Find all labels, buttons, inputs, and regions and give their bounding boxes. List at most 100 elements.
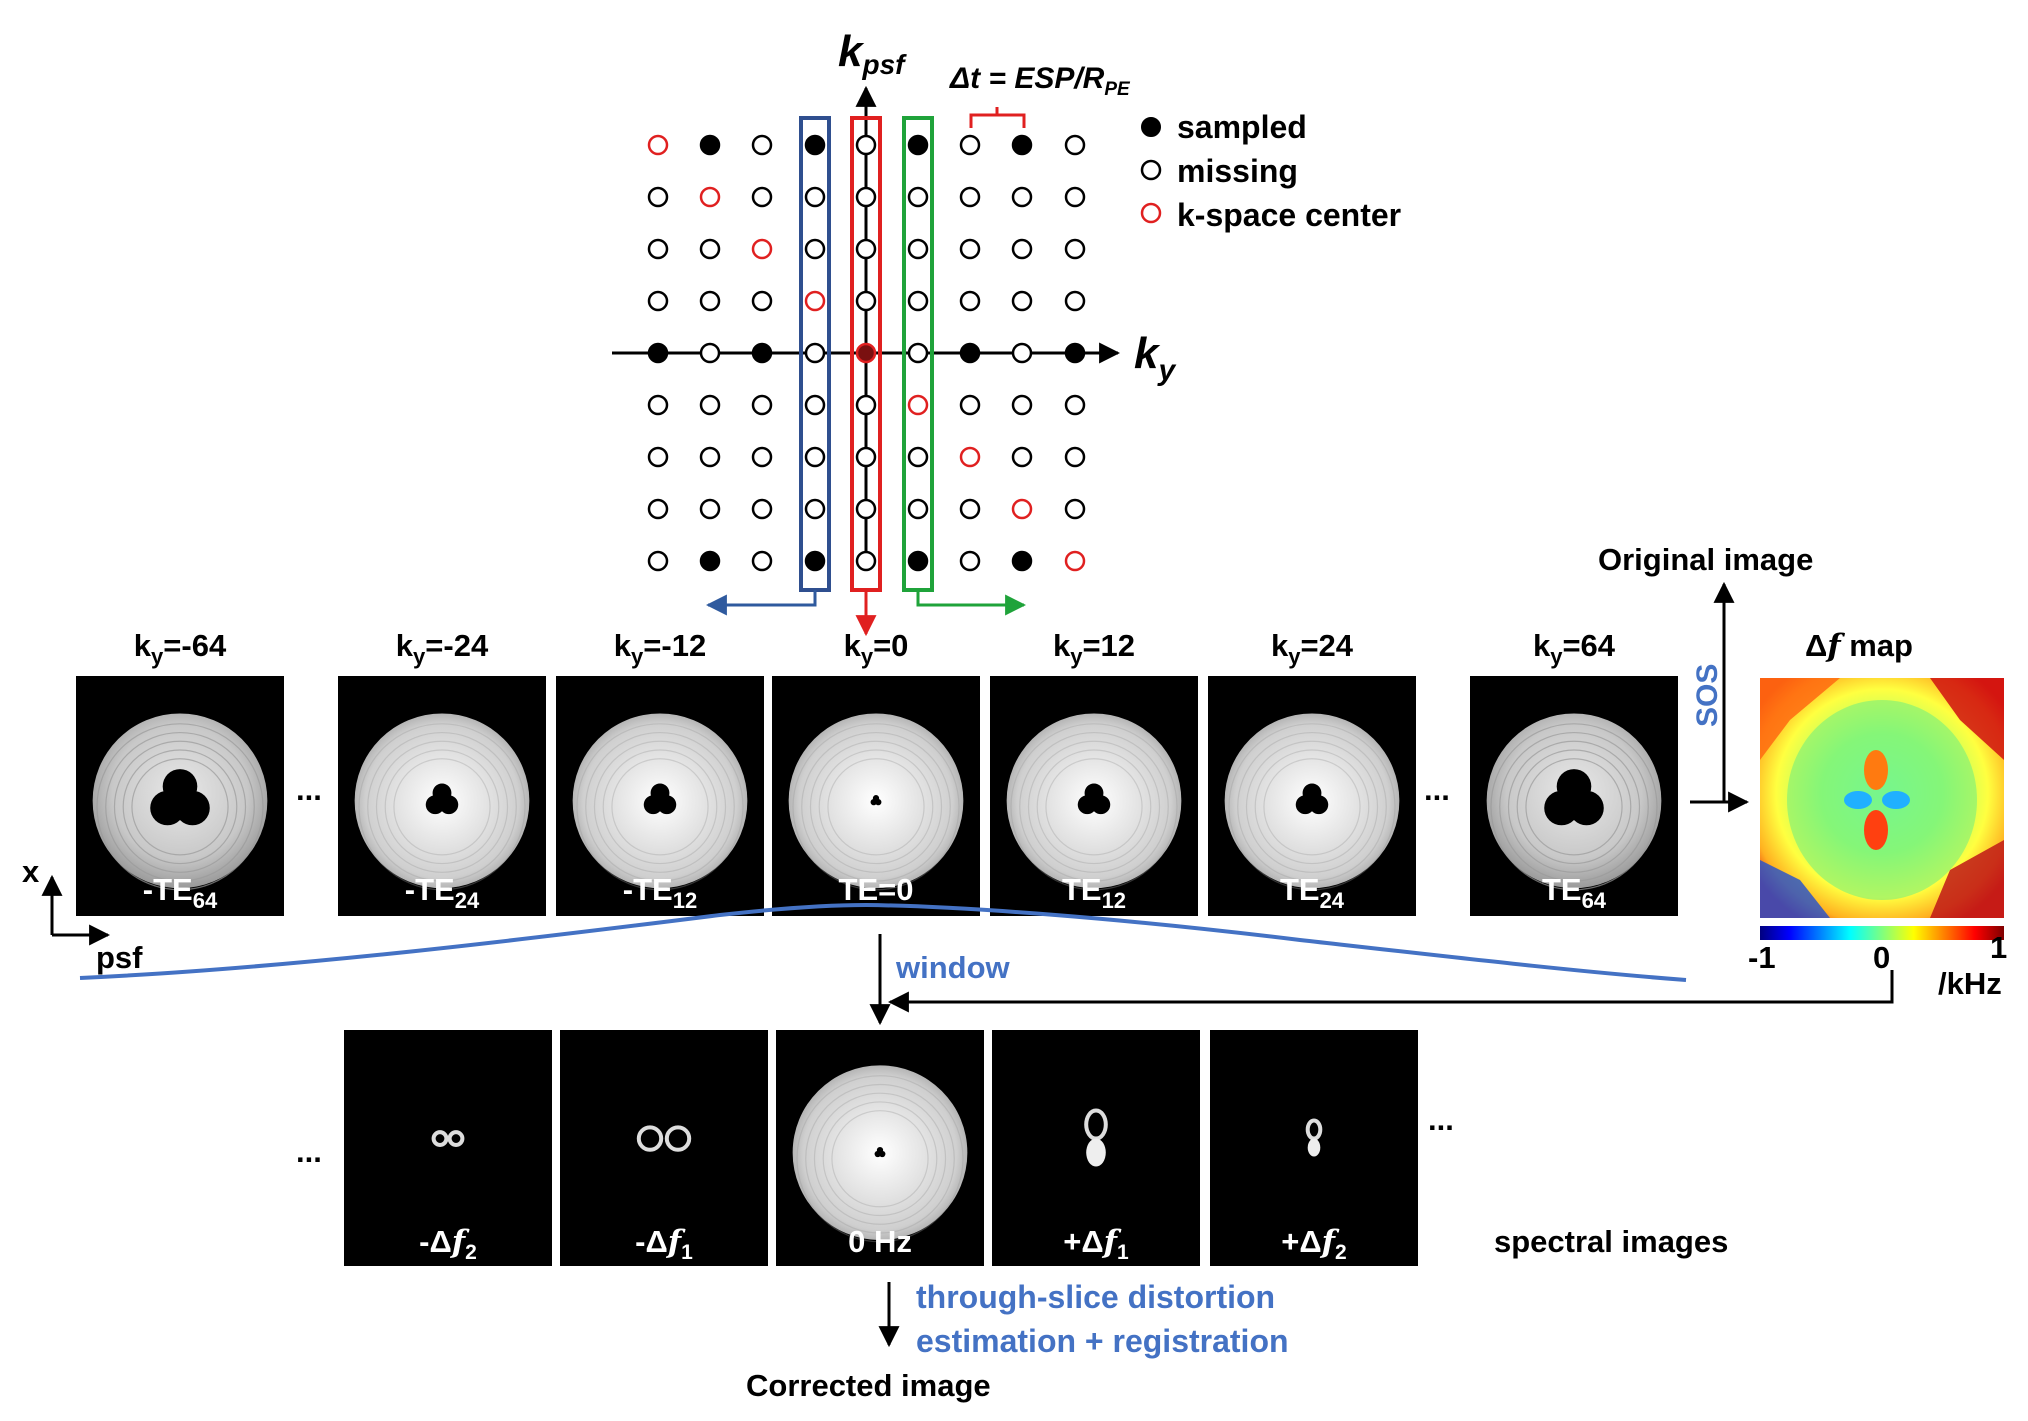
psf-image: ky=-24 -TE24 — [338, 628, 546, 916]
ripple — [813, 1092, 947, 1225]
ripple — [1245, 740, 1379, 873]
ripple — [611, 758, 709, 856]
te-label: TE24 — [1280, 872, 1345, 913]
df-map-edge-top-left — [1760, 678, 1840, 760]
kspace-point — [1064, 342, 1086, 364]
df-map-hotspot-bottom — [1864, 810, 1888, 850]
kspace-point — [855, 134, 877, 156]
ky-label: ky=-64 — [134, 628, 227, 669]
ellipsis-right-top: ... — [1424, 772, 1450, 807]
void-lobe — [874, 1150, 881, 1158]
kspace-point — [1064, 446, 1086, 468]
ripple — [818, 749, 934, 865]
blue-column-arrow — [705, 590, 817, 616]
kspace-point — [751, 186, 773, 208]
ripple — [822, 1101, 938, 1217]
ky-label: ky=-12 — [614, 628, 706, 669]
kspace-point — [804, 342, 826, 364]
ripple — [1237, 731, 1387, 882]
artifact — [447, 1130, 465, 1147]
colorbar-tick-max: 1 — [1990, 930, 2007, 965]
kspace-point — [855, 342, 877, 364]
ky-label: ky=0 — [844, 628, 909, 669]
kspace-point — [699, 550, 721, 572]
psf-image: ky=-12-TE12 — [556, 628, 764, 916]
kspace-point — [907, 446, 929, 468]
kspace-point — [855, 498, 877, 520]
delta-t-bracket — [969, 107, 1026, 128]
ripple — [105, 731, 255, 882]
corrected-image-label: Corrected image — [746, 1368, 991, 1403]
kspace-point — [1011, 342, 1033, 364]
kspace-point — [647, 134, 669, 156]
ellipsis-left-bottom: ... — [296, 1134, 322, 1169]
kspace-point — [699, 394, 721, 416]
void-lobe — [643, 795, 663, 815]
df-map-hotspot-top — [1864, 750, 1888, 790]
kspace-point — [1011, 498, 1033, 520]
void-lobe — [1091, 795, 1111, 815]
df-map-title: Δf map — [1805, 628, 1913, 664]
kspace-point — [647, 290, 669, 312]
kspace-grid — [647, 134, 1086, 572]
frequency-label: +Δf2 — [1281, 1224, 1346, 1264]
legend-center-marker — [1140, 202, 1162, 224]
frequency-label: -Δf1 — [635, 1224, 693, 1264]
kspace-point — [647, 186, 669, 208]
kspace-point — [855, 394, 877, 416]
central-void — [1295, 783, 1329, 815]
delta-t-label: Δt = ESP/RPE — [949, 62, 1131, 100]
kspace-point — [907, 394, 929, 416]
x-axis-label: x — [22, 854, 40, 889]
ky-label: ky=64 — [1533, 628, 1616, 669]
kspace-point — [959, 550, 981, 572]
ripple — [585, 731, 735, 882]
kspace-point — [751, 550, 773, 572]
phantom-image — [1470, 676, 1678, 916]
kspace-point — [751, 290, 773, 312]
void-lobe — [1077, 795, 1097, 815]
kspace-point — [959, 238, 981, 260]
kspace-point — [959, 290, 981, 312]
void-lobe — [439, 795, 459, 815]
kspace-point — [1011, 394, 1033, 416]
frequency-label: -Δf2 — [419, 1224, 477, 1264]
void-lobe — [657, 795, 677, 815]
sos-label: SOS — [1691, 664, 1724, 727]
ripple — [1228, 723, 1396, 891]
ripple — [576, 723, 744, 891]
kspace-point — [907, 550, 929, 572]
kspace-point — [855, 238, 877, 260]
spectral-image: -Δf2 — [344, 1030, 552, 1266]
artifact — [1307, 1138, 1321, 1157]
original-image-label: Original image — [1598, 542, 1813, 577]
kspace-point — [699, 238, 721, 260]
ripple — [1036, 749, 1152, 865]
psf-image: ky=-64 -TE64 — [76, 628, 284, 916]
te-label: -TE24 — [405, 872, 480, 913]
legend-missing: missing — [1177, 153, 1298, 189]
ripple — [1516, 749, 1632, 865]
ripple — [384, 749, 500, 865]
kspace-point — [751, 446, 773, 468]
ripple — [809, 740, 943, 873]
kspace-point — [647, 446, 669, 468]
kspace-point — [1064, 550, 1086, 572]
psf-image-row: ky=-64-TE64ky=-24-TE24ky=-12-TE12ky=0TE=… — [76, 628, 1678, 916]
ripple — [831, 1110, 929, 1208]
te-label: -TE64 — [143, 872, 218, 913]
ripple — [796, 1075, 964, 1243]
ripple — [1254, 749, 1370, 865]
te-label: TE12 — [1062, 872, 1126, 913]
kspace-point — [647, 238, 669, 260]
ky-label: ky=-24 — [396, 628, 489, 669]
colorbar-tick-min: -1 — [1748, 940, 1776, 975]
kspace-point — [1064, 134, 1086, 156]
kspace-point — [647, 550, 669, 572]
green-column-arrow — [916, 590, 1027, 616]
ripple — [113, 740, 247, 873]
df-map: Δf map -1 0 1 /kHz — [1748, 628, 2007, 1001]
central-void — [874, 1146, 886, 1158]
kspace-point — [1011, 550, 1033, 572]
